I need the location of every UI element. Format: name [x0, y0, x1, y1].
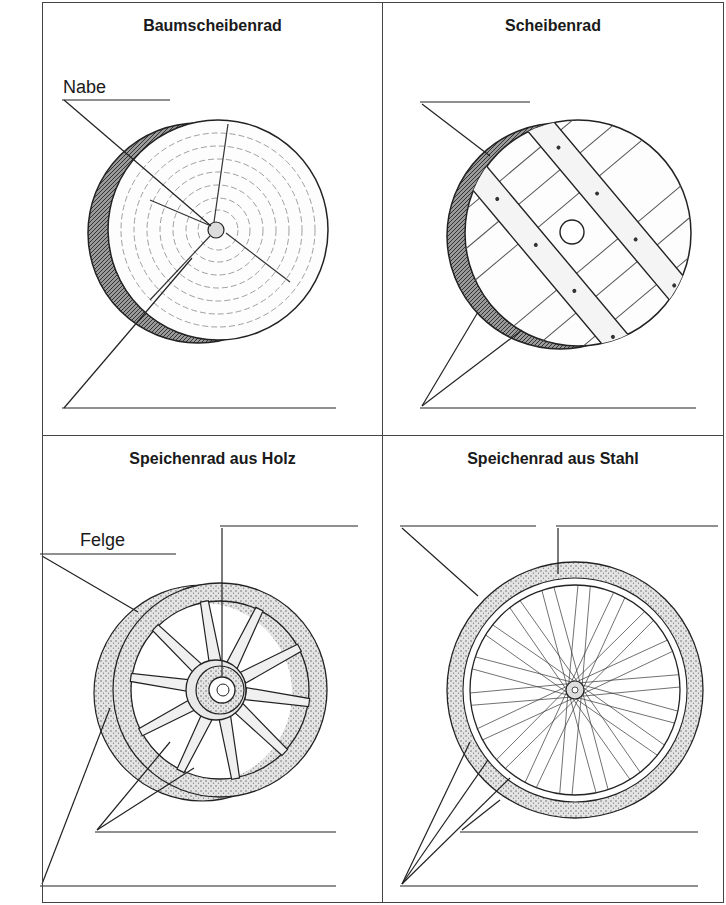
- panel-title: Speichenrad aus Holz: [43, 450, 382, 468]
- part-label: Nabe: [63, 77, 106, 98]
- steel-spoke: [573, 697, 658, 756]
- panel-title: Speichenrad aus Stahl: [383, 450, 723, 468]
- steel-spoke: [580, 686, 664, 746]
- steel-spoke: [475, 657, 575, 683]
- wooden-spoke-wheel: [94, 583, 327, 801]
- steel-spoke: [470, 683, 573, 693]
- steel-spoke: [560, 691, 568, 794]
- steel-spoke: [581, 620, 653, 693]
- wood-spoke: [219, 715, 240, 780]
- wood-spoke: [235, 704, 288, 756]
- wheel-panel: Baumscheibenrad: [42, 2, 383, 436]
- steel-spoke: [486, 635, 570, 695]
- steel-spoke: [554, 587, 581, 686]
- wheel-panel: Speichenrad aus Holz: [42, 435, 383, 903]
- wood-spoke: [245, 688, 310, 707]
- steel-spoke: [536, 695, 580, 788]
- steel-spoke: [471, 697, 574, 705]
- steel-spoke: [497, 687, 569, 760]
- steel-spoke: [575, 697, 675, 723]
- steel-spoke: [505, 696, 578, 768]
- wood-spoke: [200, 601, 221, 666]
- plank-disc-wheel: [384, 47, 726, 416]
- wood-spoke: [177, 711, 214, 773]
- steel-spoke: [493, 625, 578, 684]
- steel-spoke: [576, 675, 679, 683]
- steel-spoke: [520, 601, 580, 685]
- tree-disc-wheel: [88, 120, 328, 343]
- leader-lines: [40, 100, 718, 886]
- steel-spoke: [569, 694, 596, 793]
- wheel-panel: Speichenrad aus Stahl: [382, 435, 724, 903]
- steel-spoke: [570, 592, 614, 685]
- wheel-panel: Scheibenrad: [382, 2, 724, 436]
- steel-spoke: [577, 687, 680, 697]
- panel-title: Baumscheibenrad: [43, 17, 382, 35]
- steel-spoke: [571, 695, 631, 779]
- wood-spoke: [240, 644, 301, 683]
- part-label: Felge: [80, 530, 125, 551]
- steel-spoke: [582, 688, 641, 773]
- steel-spoke: [472, 669, 571, 696]
- steel-spoke: [572, 612, 645, 684]
- steel-spoke: [582, 586, 590, 689]
- steel-spoke: [510, 608, 569, 693]
- wood-spoke: [226, 607, 263, 669]
- panel-title: Scheibenrad: [383, 17, 723, 35]
- steel-spoke: [568, 585, 578, 688]
- steel-spoke: [572, 692, 582, 795]
- steel-spoke-wheel: [447, 562, 703, 818]
- steel-spoke: [579, 684, 678, 711]
